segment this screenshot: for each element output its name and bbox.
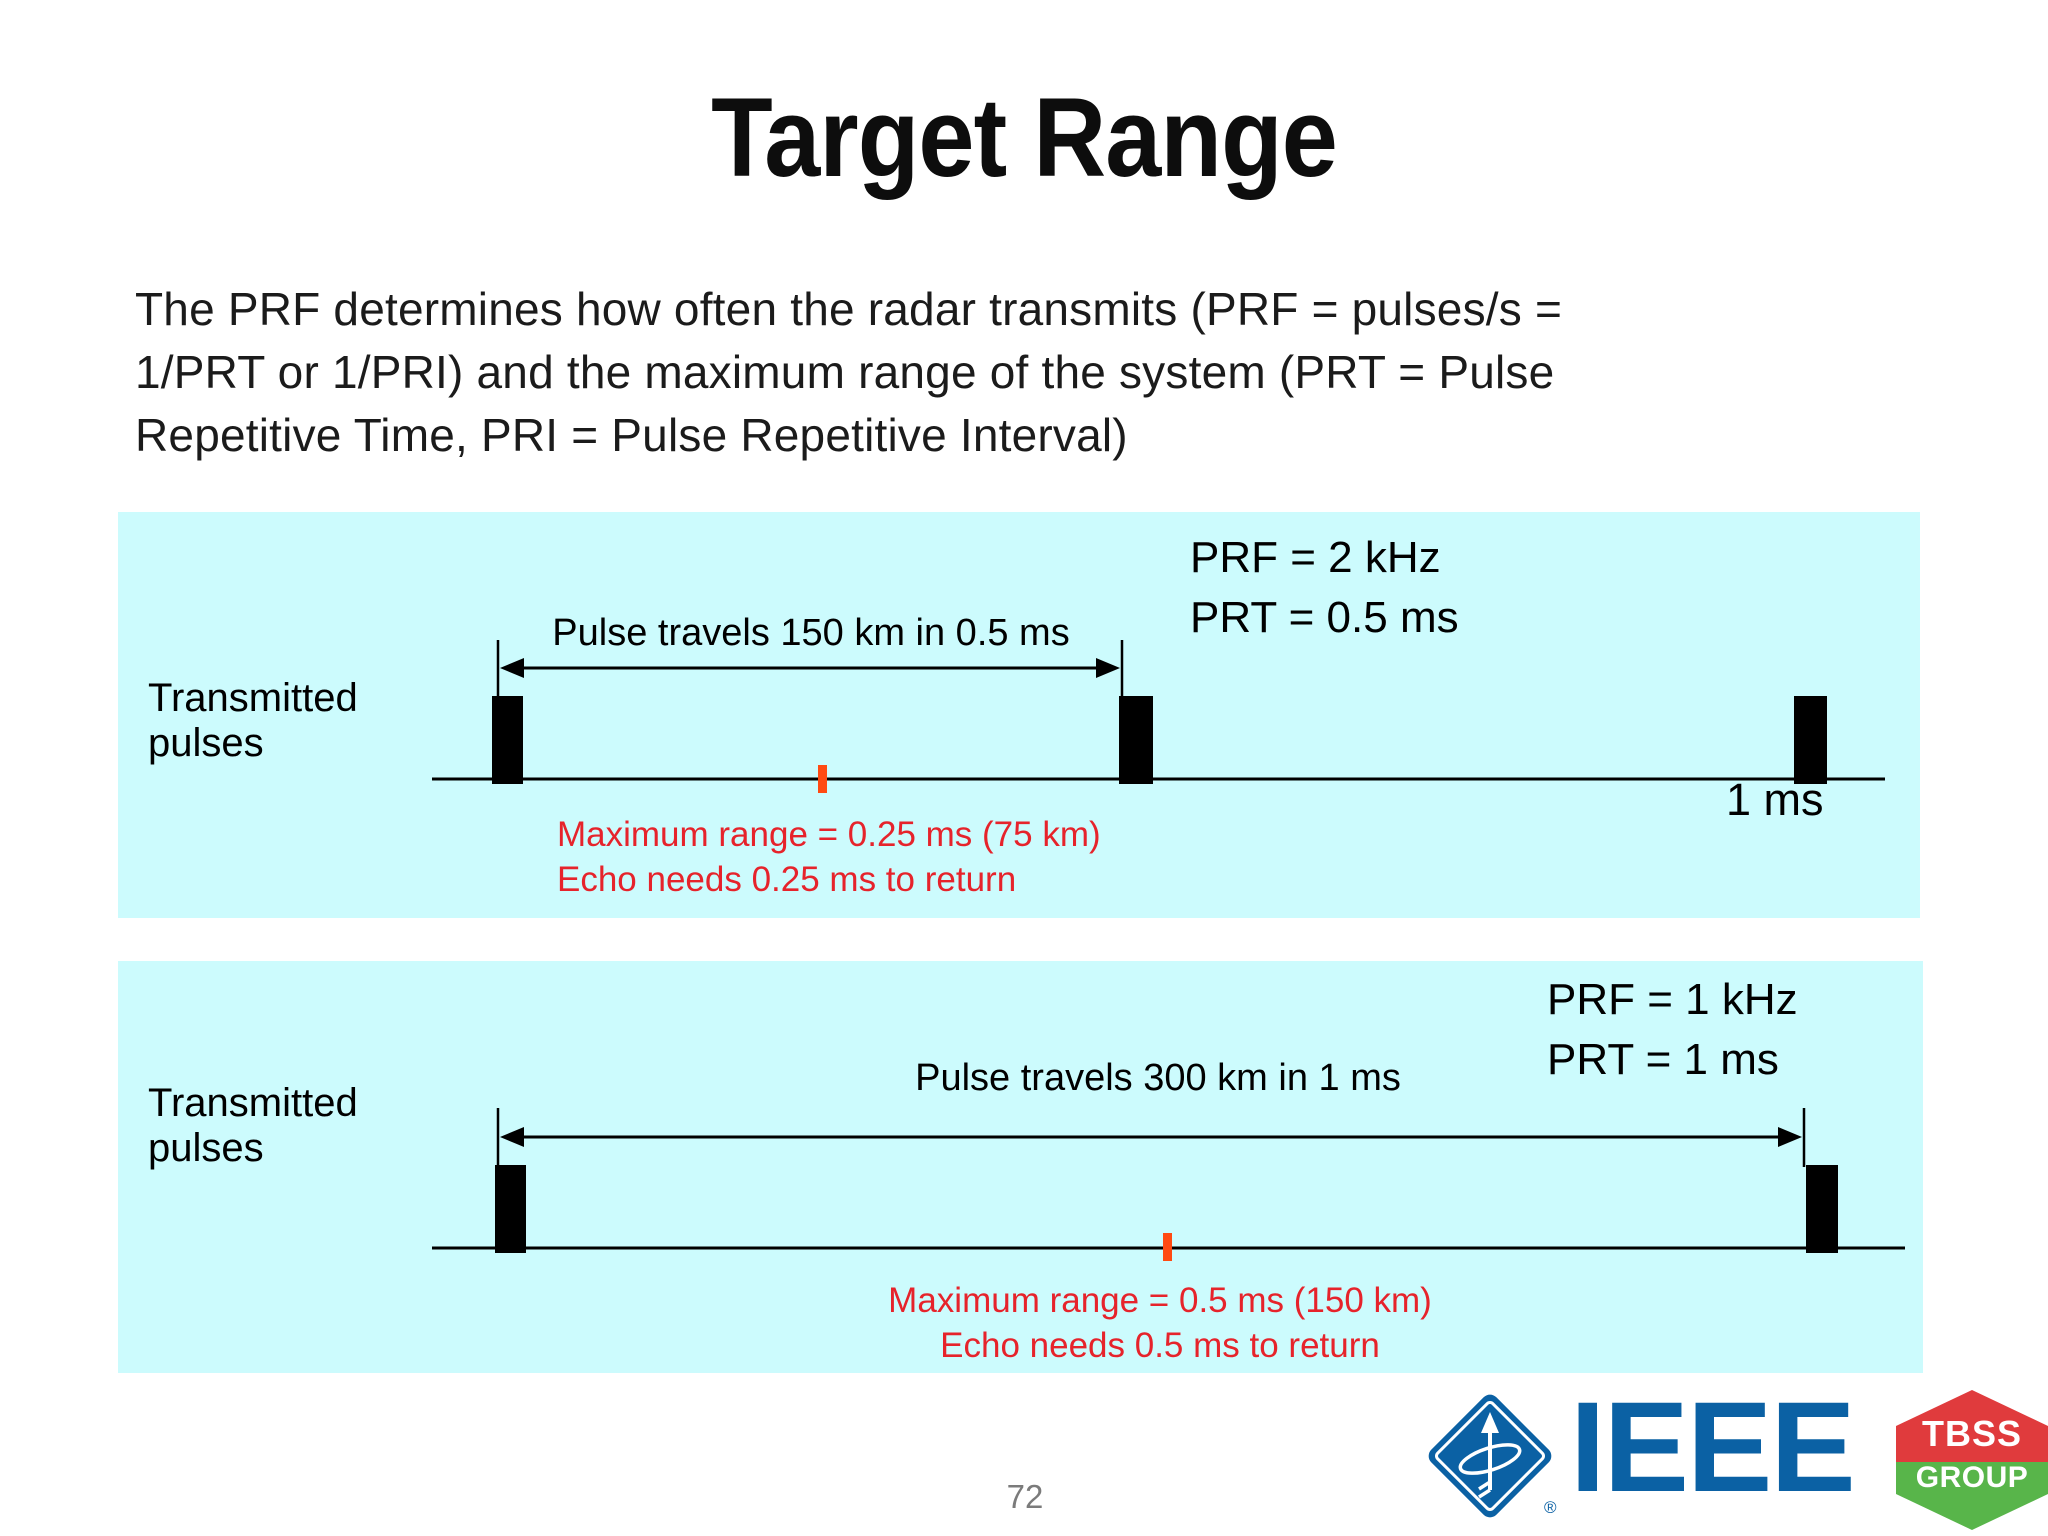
pulse-panel-2: PRF = 1 kHz PRT = 1 ms Pulse travels 300…: [118, 961, 1923, 1373]
tbss-group-label: GROUP: [1915, 1461, 2029, 1494]
ieee-arrow-feather-2: [1478, 1480, 1491, 1491]
tbss-name: TBSS: [1921, 1413, 2022, 1454]
pulse-diagram-2: [432, 1108, 1905, 1261]
ieee-magnetism-loop: [1458, 1443, 1522, 1475]
prf-block: PRF = 1 kHz PRT = 1 ms: [1547, 970, 1798, 1090]
ieee-arrow-feather-1: [1478, 1488, 1491, 1499]
note-line-1: Maximum range = 0.5 ms (150 km): [888, 1281, 1432, 1320]
arrow-span-label: Pulse travels 300 km in 1 ms: [915, 1057, 1401, 1099]
pulse-rect-2: [1119, 696, 1153, 784]
registered-mark-icon: ®: [1544, 1498, 1557, 1517]
transmitted-line-2: pulses: [148, 721, 264, 765]
ieee-arrow-head: [1481, 1412, 1499, 1433]
transmitted-pulses-label: Transmitted pulses: [148, 676, 358, 766]
pulse-rect-2: [1806, 1165, 1838, 1253]
pulse-rect-3: [1794, 696, 1827, 784]
transmitted-line-1: Transmitted: [148, 1081, 358, 1125]
ieee-diamond-border: [1435, 1401, 1545, 1511]
transmitted-line-1: Transmitted: [148, 676, 358, 720]
body-line-3: Repetitive Time, PRI = Pulse Repetitive …: [135, 409, 1128, 461]
half-range-marker: [1163, 1233, 1172, 1261]
note-line-2: Echo needs 0.5 ms to return: [940, 1326, 1380, 1365]
pulse-panel-1: PRF = 2 kHz PRT = 0.5 ms Pulse travels 1…: [118, 512, 1920, 918]
arrow-span-label: Pulse travels 150 km in 0.5 ms: [552, 612, 1070, 654]
transmitted-pulses-label: Transmitted pulses: [148, 1081, 358, 1171]
tbss-hexagon-top: [1896, 1390, 2048, 1462]
body-line-2: 1/PRT or 1/PRI) and the maximum range of…: [135, 346, 1555, 398]
prt-label: PRT = 1 ms: [1547, 1035, 1779, 1084]
range-arrow-head-right: [1096, 658, 1120, 678]
prt-label: PRT = 0.5 ms: [1190, 593, 1459, 642]
body-line-1: The PRF determines how often the radar t…: [135, 283, 1563, 335]
prf-label: PRF = 2 kHz: [1190, 533, 1441, 582]
range-arrow-head-left: [500, 658, 524, 678]
pulse-rect-1: [495, 1165, 526, 1253]
prf-block: PRF = 2 kHz PRT = 0.5 ms: [1190, 528, 1459, 648]
half-range-marker: [818, 765, 827, 793]
note-line-2: Echo needs 0.25 ms to return: [557, 860, 1017, 899]
transmitted-line-2: pulses: [148, 1126, 264, 1170]
ieee-wordmark: IEEE: [1570, 1376, 1856, 1519]
page-number: 72: [1006, 1478, 1044, 1515]
slide-title: Target Range: [711, 75, 1338, 200]
pulse-diagram-1: [432, 640, 1885, 793]
tbss-hexagon-bottom: [1896, 1462, 2048, 1530]
max-range-note: Maximum range = 0.5 ms (150 km) Echo nee…: [830, 1278, 1490, 1368]
prf-label: PRF = 1 kHz: [1547, 975, 1798, 1024]
body-paragraph: The PRF determines how often the radar t…: [135, 278, 1925, 467]
range-arrow-head-right: [1778, 1127, 1802, 1147]
ieee-emblem-icon: [1428, 1394, 1552, 1518]
note-line-1: Maximum range = 0.25 ms (75 km): [557, 815, 1101, 854]
time-axis-label: 1 ms: [1726, 774, 1824, 825]
range-arrow-head-left: [500, 1127, 524, 1147]
max-range-note: Maximum range = 0.25 ms (75 km) Echo nee…: [557, 812, 1101, 902]
pulse-rect-1: [492, 696, 523, 784]
tbss-logo-icon: [1896, 1390, 2048, 1530]
